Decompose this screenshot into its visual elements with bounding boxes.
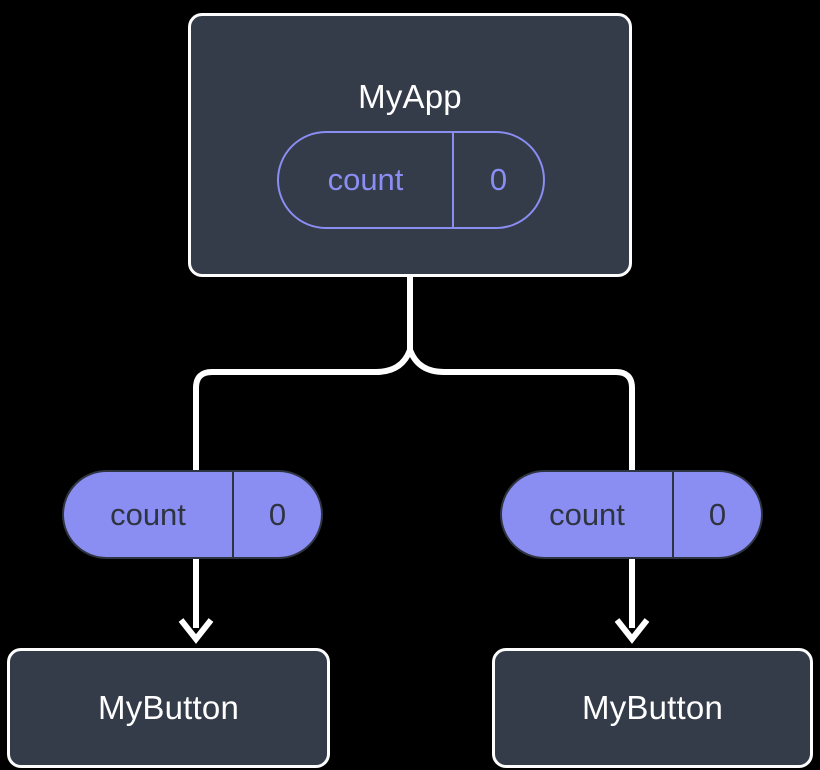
prop-pill-right-key: count: [502, 472, 674, 557]
state-pill-root-value: 0: [489, 162, 508, 197]
prop-pill-right[interactable]: count 0: [500, 470, 763, 559]
prop-pill-left-key: count: [64, 472, 234, 557]
prop-pill-right-value: 0: [708, 496, 727, 532]
arrowhead-right: [614, 618, 650, 644]
edge-root-to-right-child: [407, 348, 635, 470]
state-pill-root[interactable]: count 0: [277, 131, 545, 229]
component-node-mybutton-left[interactable]: MyButton: [7, 648, 330, 768]
component-title-mybutton-right: MyButton: [582, 689, 723, 726]
component-node-mybutton-right[interactable]: MyButton: [492, 648, 813, 768]
state-pill-root-key: count: [279, 133, 454, 227]
prop-pill-left[interactable]: count 0: [62, 470, 323, 559]
arrowhead-left: [178, 618, 214, 644]
component-title-myapp: MyApp: [358, 78, 462, 115]
prop-pill-left-value: 0: [268, 496, 287, 532]
component-title-mybutton-left: MyButton: [98, 689, 239, 726]
edge-root-to-left-child: [193, 348, 413, 470]
